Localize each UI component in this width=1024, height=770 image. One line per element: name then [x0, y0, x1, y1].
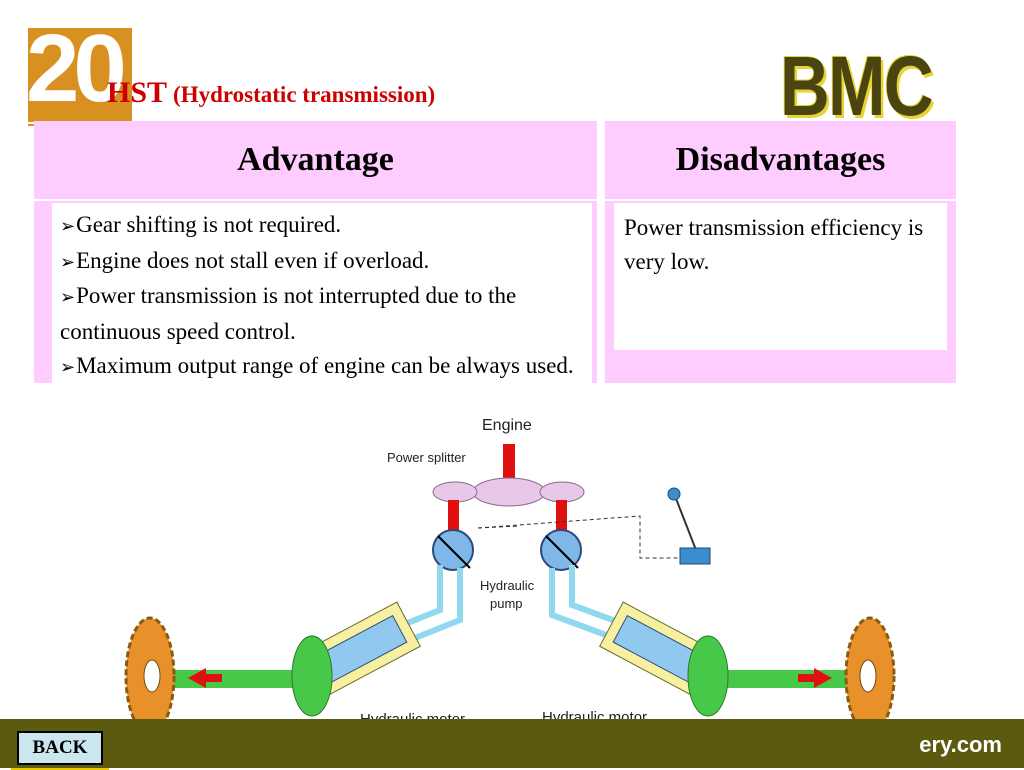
logo-number: 20	[26, 15, 127, 122]
brand-logo: BMC	[780, 39, 934, 133]
website-text: ery.com	[919, 732, 1002, 757]
list-item: ➢Gear shifting is not required.	[60, 208, 584, 244]
right-arrow-icon	[798, 668, 832, 688]
arrow-bullet-icon: ➢	[60, 287, 76, 307]
pump-left-arrow	[437, 535, 471, 569]
left-wheel-hub	[143, 659, 161, 693]
advantage-heading: Advantage	[34, 121, 597, 201]
control-box	[679, 547, 711, 565]
control-line-left	[477, 525, 521, 529]
hst-diagram: Engine Power splitter Hydraulic pump Hyd…	[124, 417, 896, 730]
right-wheel-hub	[859, 659, 877, 693]
back-button[interactable]: BACK	[11, 725, 109, 770]
arrow-bullet-icon: ➢	[60, 216, 76, 236]
advantage-item-text: Gear shifting is not required.	[76, 212, 342, 237]
advantage-list: ➢Gear shifting is not required. ➢Engine …	[52, 203, 592, 408]
page-title: HST(Hydrostatic transmission)	[107, 76, 435, 110]
label-engine: Engine	[482, 417, 532, 434]
advantage-item-text: Power transmission is not interrupted du…	[60, 283, 517, 344]
arrow-bullet-icon: ➢	[60, 251, 76, 272]
logo-20: 20	[26, 15, 132, 126]
control-lever	[674, 495, 697, 551]
label-hydraulic-pump-2: pump	[490, 596, 523, 611]
left-motor-flange	[291, 635, 333, 717]
disadvantages-heading: Disadvantages	[605, 121, 956, 201]
label-hydraulic-pump-1: Hydraulic	[480, 578, 535, 593]
right-motor-flange	[687, 635, 729, 717]
title-main: HST	[107, 76, 168, 109]
splitter-gear-center	[472, 477, 546, 507]
advantage-item-text: Engine does not stall even if overload.	[76, 247, 430, 273]
pump-shaft-right	[556, 500, 567, 536]
lever-knob	[667, 487, 681, 501]
title-subtitle: (Hydrostatic transmission)	[173, 82, 436, 107]
pump-right-arrow	[545, 535, 579, 569]
list-item: ➢Engine does not stall even if overload.	[60, 244, 584, 280]
footer-bar	[0, 719, 1024, 768]
list-item: ➢Power transmission is not interrupted d…	[60, 279, 584, 349]
disadvantages-text: Power transmission efficiency is very lo…	[614, 203, 947, 350]
list-item: ➢Maximum output range of engine can be a…	[60, 349, 584, 385]
pump-shaft-left	[448, 500, 459, 536]
splitter-gear-left	[432, 481, 478, 503]
arrow-bullet-icon: ➢	[60, 357, 76, 377]
label-power-splitter: Power splitter	[387, 450, 466, 465]
advantage-item-text: Maximum output range of engine can be al…	[76, 353, 574, 378]
logo-underline	[28, 124, 38, 126]
control-line	[477, 515, 680, 559]
splitter-gear-right	[539, 481, 585, 503]
engine-shaft	[503, 444, 515, 486]
left-arrow-icon	[188, 668, 222, 688]
